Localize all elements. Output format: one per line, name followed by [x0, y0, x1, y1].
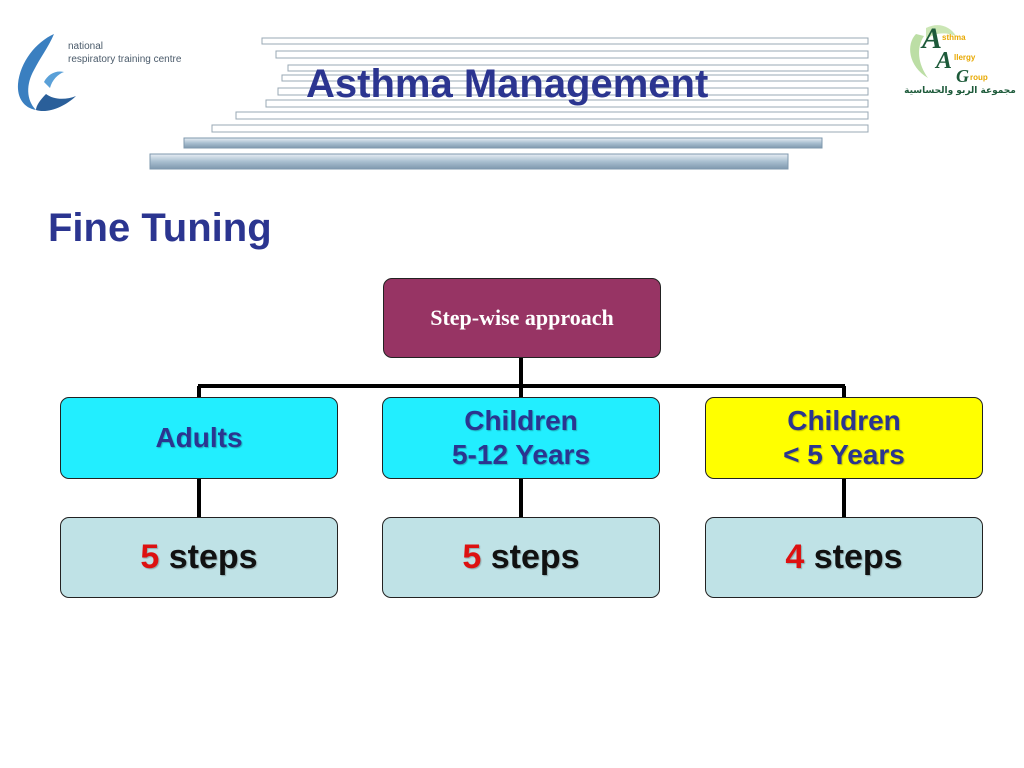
- page-title: Asthma Management: [306, 62, 709, 106]
- nrtc-logo-line: respiratory training centre: [68, 54, 182, 65]
- category-node-label: Adults: [155, 422, 243, 453]
- header-decorative-bars: [149, 37, 869, 170]
- category-node-children-5-12: Children 5-12 Years: [382, 397, 660, 479]
- category-node-label: Children: [464, 405, 578, 436]
- step-count-number: 4: [785, 538, 805, 576]
- category-node-label: 5-12 Years: [451, 439, 591, 470]
- step-count-unit: steps: [490, 538, 580, 576]
- logo-word: llergy: [954, 53, 976, 62]
- root-node-label: Step-wise approach: [430, 305, 614, 330]
- step-count-text: 4 steps: [785, 538, 902, 577]
- category-node-children-under-5: Children < 5 Years: [705, 397, 983, 479]
- nrtc-logo-icon: [17, 34, 76, 112]
- category-node-label: Children: [787, 405, 901, 436]
- slide-subtitle: Fine Tuning: [48, 206, 272, 250]
- asthma-allergy-group-logo-icon: A sthma A llergy G roup: [910, 22, 988, 86]
- logo-letter: A: [920, 22, 942, 55]
- leaf-node-adults-steps: 5 steps: [60, 517, 338, 598]
- category-node-label: < 5 Years: [783, 439, 905, 470]
- step-count-unit: steps: [813, 538, 903, 576]
- step-count-text: 5 steps: [462, 538, 579, 577]
- nrtc-logo-line: national: [68, 41, 104, 52]
- nrtc-logo-text: national respiratory training centre: [68, 40, 181, 66]
- leaf-node-children-5-12-steps: 5 steps: [382, 517, 660, 598]
- leaf-node-children-under-5-steps: 4 steps: [705, 517, 983, 598]
- logo-letter: G: [956, 66, 969, 86]
- step-count-unit: steps: [168, 538, 258, 576]
- root-node-step-wise-approach: Step-wise approach: [383, 278, 661, 358]
- logo-word: sthma: [942, 33, 966, 42]
- step-count-number: 5: [462, 538, 482, 576]
- logo-word: roup: [970, 73, 988, 82]
- logo-letter: A: [934, 48, 952, 74]
- step-count-number: 5: [140, 538, 160, 576]
- category-node-adults: Adults: [60, 397, 338, 479]
- step-count-text: 5 steps: [140, 538, 257, 577]
- logo-arabic-text: مجموعة الربو والحساسية: [904, 86, 1016, 96]
